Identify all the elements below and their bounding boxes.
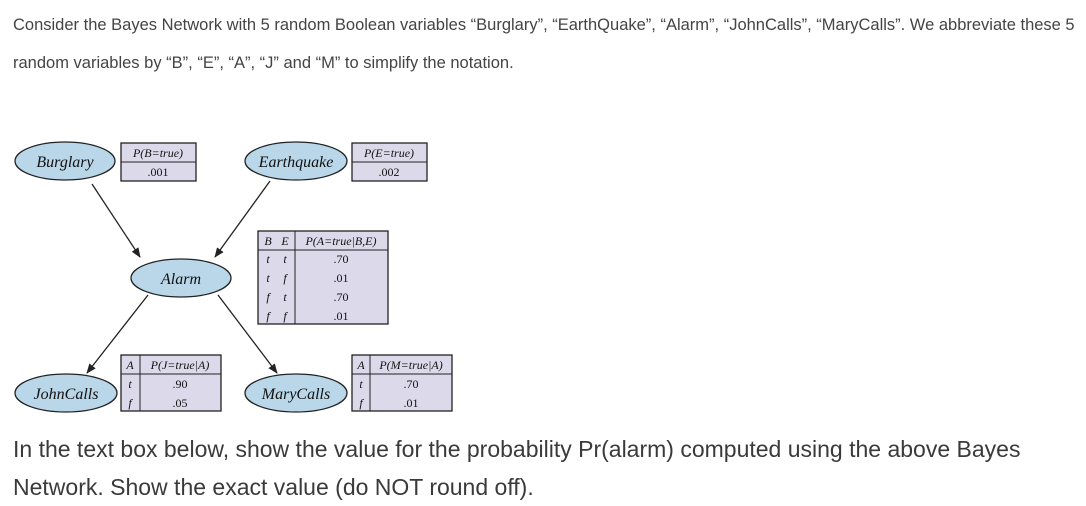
edge-alarm-johncalls	[86, 294, 149, 374]
cpt-burglary-value: .001	[148, 165, 169, 179]
cpt-burglary-header: P(B=true)	[132, 146, 183, 160]
edge-earthquake-alarm	[214, 180, 271, 258]
edge-alarm-marycalls	[217, 294, 278, 374]
cpt-marycalls: A P(M=true|A) t .70 f .01	[351, 354, 453, 412]
cpt-alarm-row3-p: .70	[334, 290, 349, 304]
node-label-burglary: Burglary	[36, 154, 94, 171]
cpt-johncalls-header-a: A	[125, 358, 134, 372]
cpt-alarm-row4-b: f	[266, 309, 271, 323]
cpt-alarm-header-e: E	[280, 234, 289, 248]
node-label-alarm: Alarm	[160, 271, 201, 288]
node-johncalls: JohnCalls	[14, 373, 118, 413]
cpt-earthquake-value: .002	[379, 165, 400, 179]
cpt-alarm-row2-e: f	[283, 271, 288, 285]
cpt-alarm-row4-e: f	[283, 309, 288, 323]
edge-burglary-alarm	[91, 183, 141, 258]
bayes-network-diagram: Burglary Earthquake Alarm JohnCalls Mary…	[0, 130, 470, 430]
cpt-johncalls-row2-a: f	[128, 396, 133, 410]
cpt-alarm-row3-b: f	[266, 290, 271, 304]
node-earthquake: Earthquake	[244, 141, 348, 181]
cpt-marycalls-row1-a: t	[359, 377, 363, 391]
cpt-alarm-row1-b: t	[266, 252, 270, 266]
cpt-alarm-header-b: B	[264, 234, 272, 248]
cpt-alarm-row1-e: t	[283, 252, 287, 266]
cpt-johncalls-header-p: P(J=true|A)	[150, 358, 210, 372]
question-line-1: In the text box below, show the value fo…	[13, 436, 1021, 462]
cpt-alarm-row4-p: .01	[334, 309, 349, 323]
bayes-network-svg: Burglary Earthquake Alarm JohnCalls Mary…	[14, 141, 453, 413]
cpt-alarm: B E P(A=true|B,E) t t .70 t f .01 f t .7…	[257, 230, 389, 325]
node-marycalls: MaryCalls	[244, 373, 348, 413]
node-label-earthquake: Earthquake	[258, 154, 334, 171]
cpt-johncalls: A P(J=true|A) t .90 f .05	[120, 354, 222, 412]
question-line-2: Network. Show the exact value (do NOT ro…	[13, 474, 534, 500]
cpt-marycalls-header-a: A	[356, 358, 365, 372]
cpt-alarm-header-p: P(A=true|B,E)	[304, 234, 376, 248]
intro-line-2: random variables by “B”, “E”, “A”, “J” a…	[13, 54, 514, 72]
cpt-johncalls-row1-p: .90	[173, 377, 188, 391]
intro-line-1: Consider the Bayes Network with 5 random…	[13, 16, 1075, 34]
node-label-marycalls: MaryCalls	[261, 386, 330, 403]
cpt-alarm-row3-e: t	[283, 290, 287, 304]
cpt-johncalls-row2-p: .05	[173, 396, 188, 410]
cpt-marycalls-row2-p: .01	[404, 396, 419, 410]
intro-text: Consider the Bayes Network with 5 random…	[13, 6, 1086, 82]
cpt-earthquake: P(E=true) .002	[351, 142, 428, 182]
node-label-johncalls: JohnCalls	[34, 386, 99, 403]
cpt-marycalls-header-p: P(M=true|A)	[378, 358, 442, 372]
cpt-johncalls-row1-a: t	[128, 377, 132, 391]
cpt-marycalls-row2-a: f	[359, 396, 364, 410]
question-text: In the text box below, show the value fo…	[13, 430, 1086, 506]
cpt-marycalls-row1-p: .70	[404, 377, 419, 391]
node-alarm: Alarm	[130, 258, 232, 298]
edges	[86, 180, 278, 374]
cpt-alarm-row2-b: t	[266, 271, 270, 285]
cpt-burglary: P(B=true) .001	[120, 142, 197, 182]
node-burglary: Burglary	[14, 141, 116, 181]
cpt-alarm-row2-p: .01	[334, 271, 349, 285]
cpt-alarm-row1-p: .70	[334, 252, 349, 266]
cpt-earthquake-header: P(E=true)	[363, 146, 414, 160]
